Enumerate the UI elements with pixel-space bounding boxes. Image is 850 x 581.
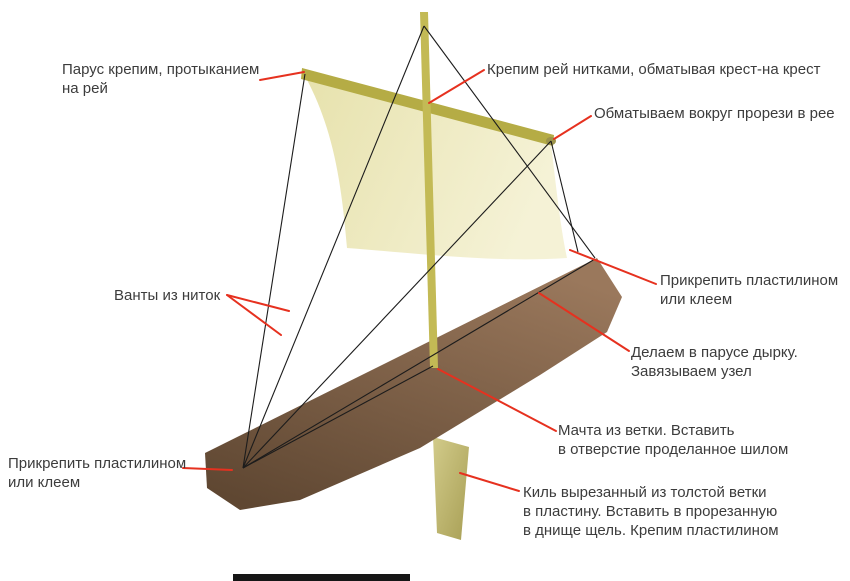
backstay-thread (423, 25, 596, 259)
label-yard-attach: Крепим рей нитками, обматывая крест-на к… (487, 61, 821, 78)
leader-attach-left (182, 467, 233, 471)
leader-wrap-slot (553, 115, 592, 140)
sail (306, 78, 567, 260)
label-attach-right: Прикрепить пластилином или клеем (660, 272, 839, 309)
cross-sail-thread (242, 140, 552, 469)
label-sail-hole: Делаем в парусе дырку. Завязываем узел (631, 344, 798, 381)
shroud-left-thread (242, 73, 306, 469)
hull (205, 258, 622, 510)
leader-lines (182, 69, 657, 492)
leader-shrouds-lower (226, 294, 282, 336)
leader-attach-right (569, 249, 657, 285)
leader-sail-hole (538, 292, 630, 352)
cropped-bottom-strip (233, 574, 410, 581)
deck-thread-to-mast (242, 365, 434, 469)
deck-thread-to-stern (242, 258, 596, 469)
leader-shrouds-upper (226, 294, 290, 312)
label-attach-left: Прикрепить пластилином или клеем (8, 455, 187, 492)
leader-mast-note (437, 368, 557, 432)
leader-keel-note (459, 472, 520, 492)
forestay-thread (242, 25, 425, 469)
label-shrouds: Ванты из ниток (114, 287, 221, 304)
rigging-threads (242, 25, 596, 469)
label-keel-note: Киль вырезанный из толстой ветки в пласт… (523, 484, 779, 540)
mast (420, 12, 438, 368)
leader-yard-attach (428, 69, 485, 104)
label-mast-note: Мачта из ветки. Вставить в отверстие про… (558, 422, 789, 459)
yard-brace-thread (550, 140, 579, 253)
label-wrap-slot: Обматываем вокруг прорези в рее (594, 105, 835, 122)
leader-sail-attach (259, 71, 305, 81)
keel (433, 437, 469, 540)
label-sail-attach: Парус крепим, протыканием на рей (62, 61, 260, 98)
